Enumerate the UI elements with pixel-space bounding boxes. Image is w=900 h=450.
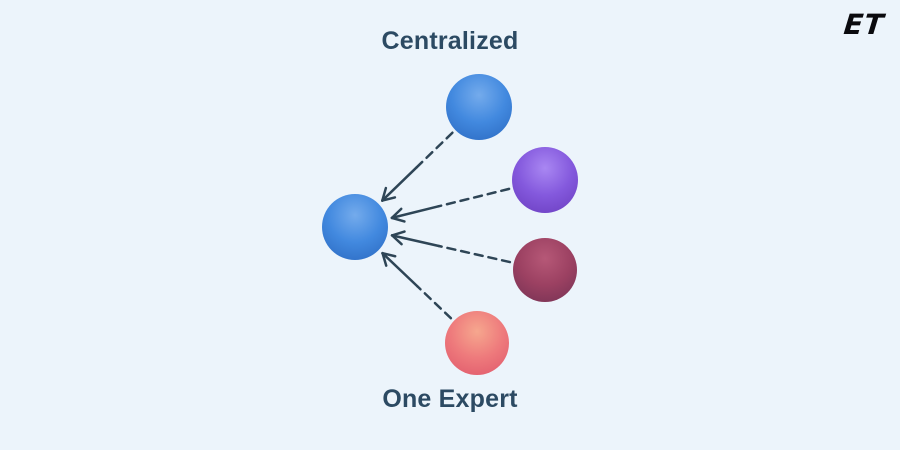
node-expert-right-lower (513, 238, 577, 302)
edge-dashed-segment (415, 131, 454, 169)
node-expert-right-upper (512, 147, 578, 213)
edge-solid-segment (390, 230, 406, 237)
edge-solid-segment (390, 234, 403, 246)
node-center-node (322, 194, 388, 260)
edge-solid-segment (381, 186, 388, 202)
node-expert-bottom (445, 311, 509, 375)
edge-solid-segment (390, 207, 403, 220)
edge-solid-segment (381, 165, 419, 202)
edge-solid-segment (390, 234, 441, 248)
edge-dashed-segment (416, 285, 453, 320)
edge-solid-segment (381, 251, 419, 288)
diagram-caption: One Expert (382, 385, 518, 413)
edge-solid-segment (381, 251, 388, 267)
edge-dashed-segment (437, 244, 512, 264)
edge-solid-segment (381, 251, 397, 258)
edge-solid-segment (390, 205, 440, 220)
edge-dashed-segment (437, 187, 511, 208)
node-expert-top (446, 74, 512, 140)
diagram-title: Centralized (381, 27, 519, 55)
edge-solid-segment (381, 196, 397, 202)
edge-solid-segment (390, 216, 406, 223)
